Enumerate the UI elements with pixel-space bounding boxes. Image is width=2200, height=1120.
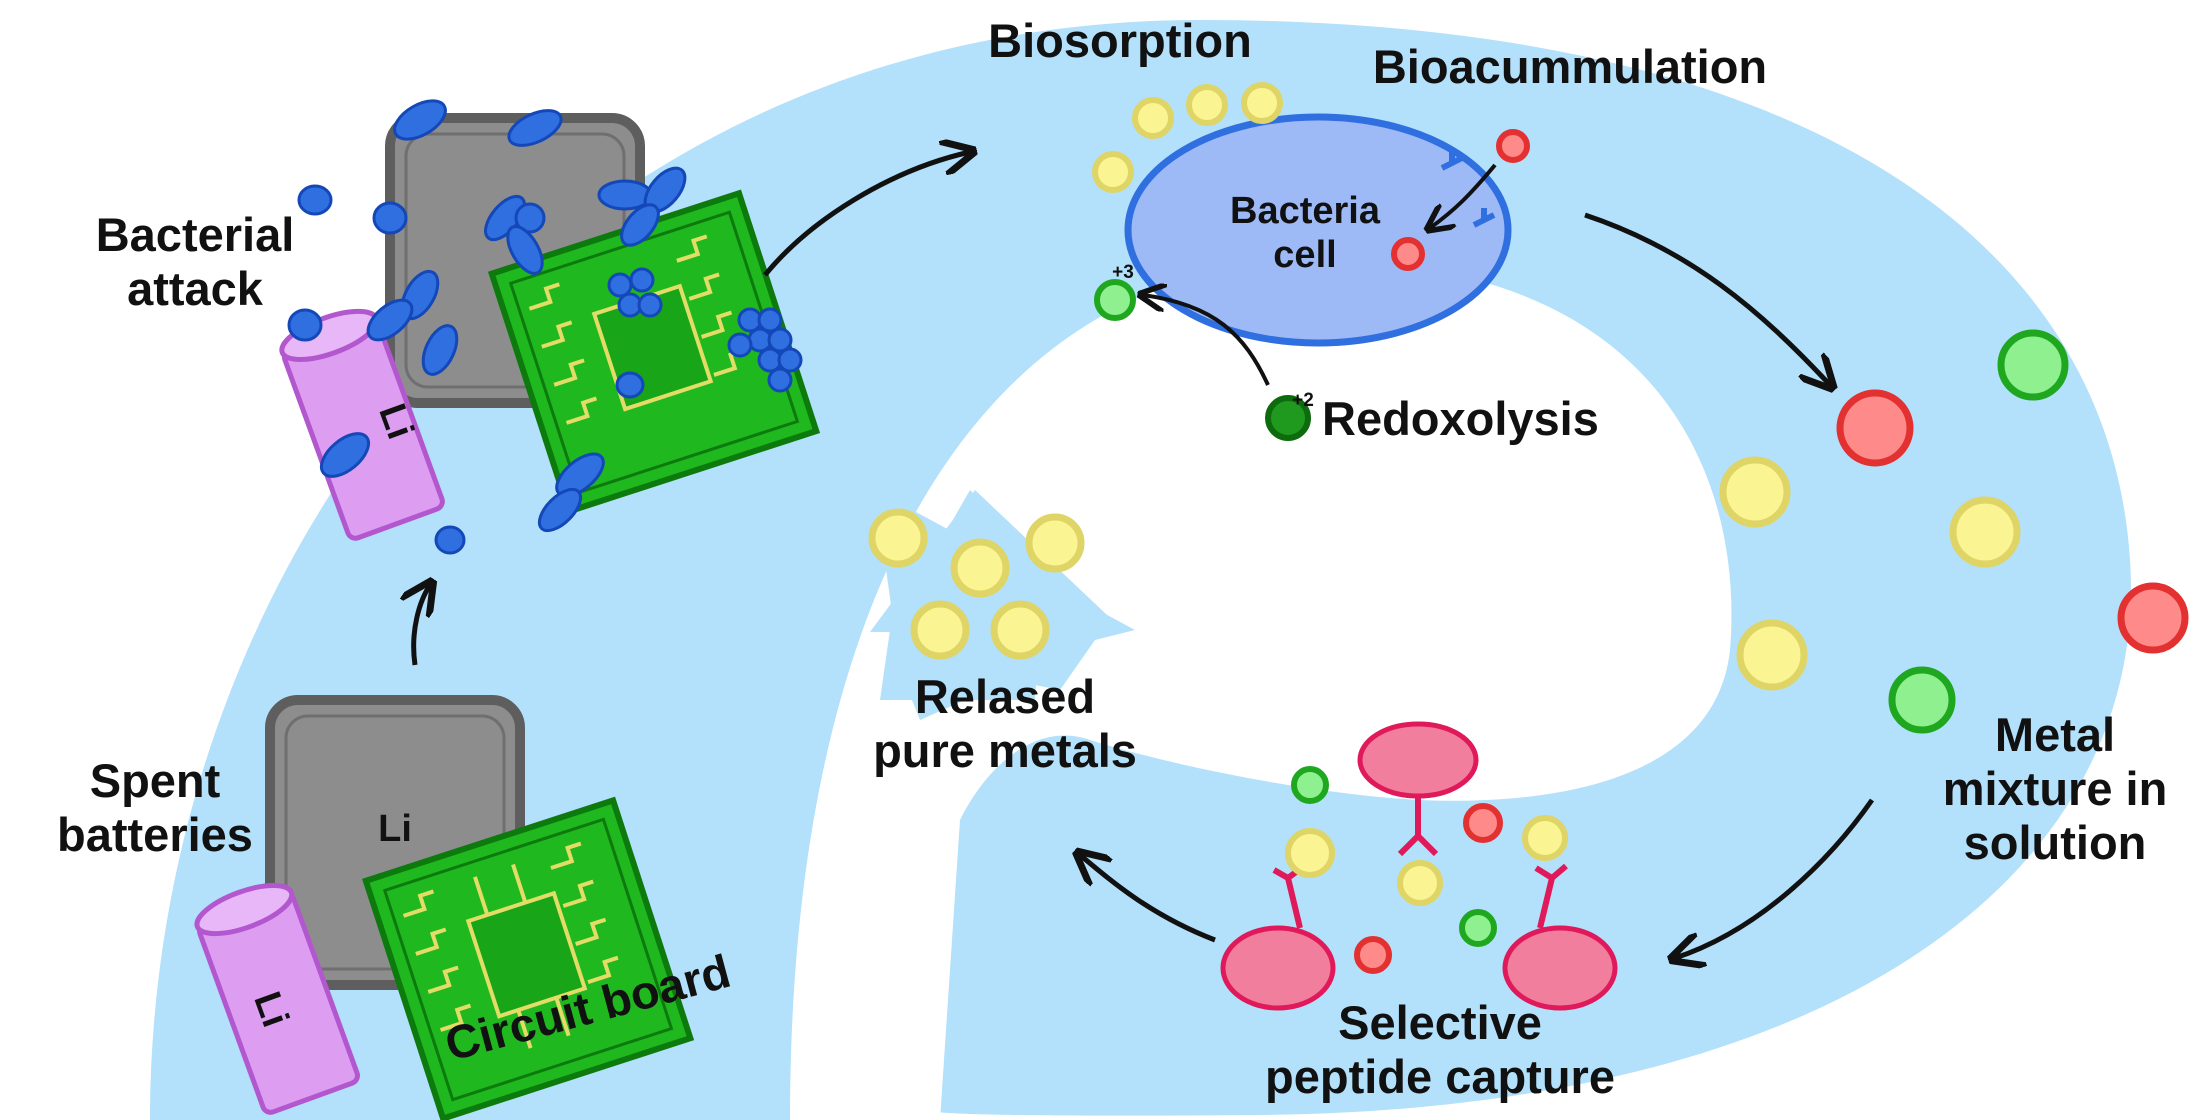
selective-capture-line1: Selective [1338, 996, 1542, 1049]
metal-ion-icon [1092, 82, 1283, 193]
metal-ion-icon [1285, 766, 1568, 974]
battery-cylinder-icon [279, 308, 445, 541]
selective-capture-label: Selective peptide capture [1240, 996, 1640, 1104]
charge-plus2-label: +2 [1292, 390, 1314, 411]
inner-hole [790, 261, 1732, 1120]
metal-ion-icon [1719, 329, 2189, 734]
spent-batteries-line2: batteries [57, 808, 253, 862]
bioaccumulation-label: Bioacummulation [1372, 40, 1768, 93]
spent-batteries-label: Spent batteries [50, 754, 260, 862]
released-metals-line1: Relased [914, 670, 1096, 723]
bacterial-attack-label: Bacterial attack [85, 208, 305, 316]
biosorption-label: Biosorption [988, 14, 1252, 67]
bacteria-cell-line1: Bacteria [1230, 190, 1380, 232]
transporter-icon [1440, 151, 1496, 228]
metal-ion-icon [1391, 129, 1530, 271]
bacteria-icon [287, 99, 803, 555]
metal-mixture-label: Metal mixture in solution [1930, 708, 2180, 870]
process-arrow-icon [1143, 295, 1270, 386]
process-arrow-icon [414, 585, 430, 666]
metal-ion-icon [868, 508, 1085, 660]
process-arrow-icon [763, 152, 970, 277]
process-arrow-icon [1675, 798, 1875, 958]
metal-mixture-line2: mixture in [1942, 762, 2168, 816]
spent-batteries-line1: Spent [89, 754, 221, 807]
metal-ion-icon [1094, 279, 1311, 441]
bacteria-icon [1124, 113, 1512, 347]
released-metals-label: Relased pure metals [860, 670, 1150, 778]
selective-capture-line2: peptide capture [1265, 1050, 1615, 1104]
bacterial-attack-line1: Bacterial [95, 208, 295, 261]
process-arrow-icon [1584, 212, 1830, 385]
li-label-bottom-square: Li [378, 808, 412, 850]
bacteria-cell-label: Bacteria cell [1205, 190, 1405, 277]
process-arrow-icon [1430, 163, 1497, 228]
released-metals-line2: pure metals [873, 724, 1137, 778]
metal-mixture-line3: solution [1963, 816, 2147, 870]
charge-plus3-label: +3 [1112, 262, 1134, 283]
battery-cylinder-icon [194, 882, 360, 1115]
circuit-board-icon [362, 796, 695, 1120]
redoxolysis-label: Redoxolysis [1322, 392, 1599, 445]
metal-mixture-line1: Metal [1994, 708, 2116, 761]
process-arrow-icon [1080, 855, 1216, 943]
bacteria-cell-line2: cell [1273, 233, 1337, 276]
bacterial-attack-line2: attack [127, 262, 263, 316]
